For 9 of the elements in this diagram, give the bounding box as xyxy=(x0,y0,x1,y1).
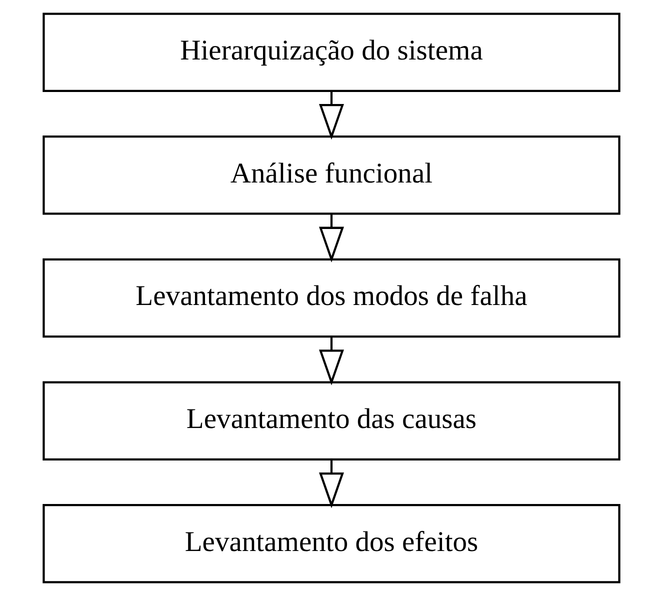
arrow xyxy=(318,214,344,263)
node-box: Levantamento das causas xyxy=(42,381,620,460)
node-box: Levantamento dos modos de falha xyxy=(42,258,620,338)
arrow xyxy=(318,336,344,386)
node-box: Análise funcional xyxy=(42,136,620,215)
node-box: Hierarquização do sistema xyxy=(42,12,620,92)
node-box: Levantamento dos efeitos xyxy=(42,504,620,584)
arrow xyxy=(318,460,344,508)
arrow xyxy=(318,91,344,140)
